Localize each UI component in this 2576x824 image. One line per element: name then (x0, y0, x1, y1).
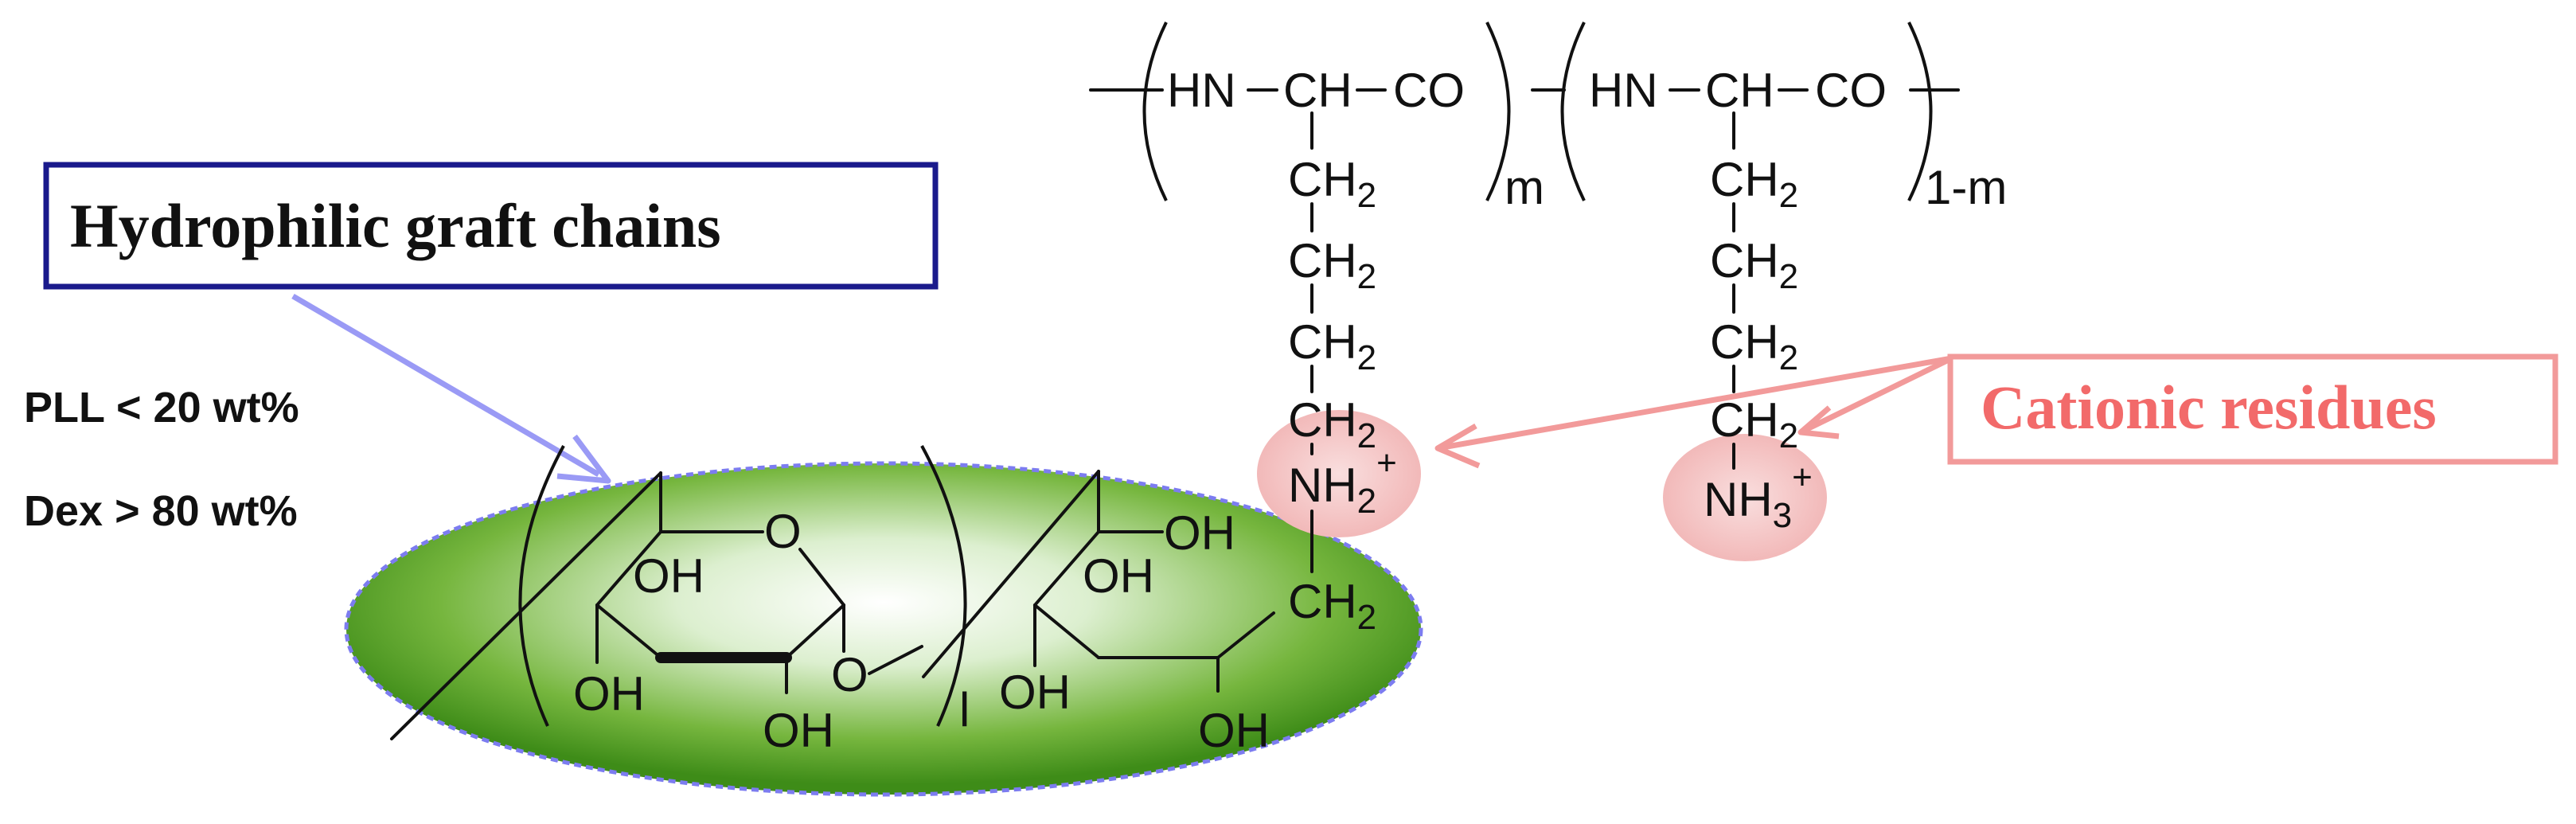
dextran-subscript-l: l (959, 683, 970, 736)
ch2-2b: CH2 (1710, 234, 1798, 296)
ring2-oh-top: OH (1164, 506, 1235, 560)
ring1-bond-o-c1 (798, 548, 845, 607)
nh3-highlight (1663, 434, 1827, 561)
dextran-wavy-bond-right (922, 470, 1100, 678)
ring2-bond-5 (1033, 603, 1100, 659)
cationic-arrowhead-right (1797, 405, 1840, 439)
ch2-2a: CH2 (1710, 153, 1798, 215)
hn-unit-2: HN (1589, 64, 1658, 117)
cationic-arrow-left (1442, 355, 1953, 451)
ch2-1c: CH2 (1288, 315, 1376, 377)
ring1-oh-top: OH (633, 549, 704, 603)
ch2-2d: CH2 (1710, 393, 1798, 455)
cationic-callout-text: Cationic residues (1981, 373, 2437, 442)
dextran-wavy-bond-left (390, 471, 662, 740)
cationic-arrow-right (1804, 355, 1953, 433)
ch2-1d: CH2 (1288, 393, 1376, 455)
ring1-oh-left: OH (573, 667, 645, 721)
nh3-plus-group: NH3+ (1704, 458, 1813, 535)
dextran-bracket-right (920, 445, 967, 727)
ring1-oxygen: O (764, 505, 802, 558)
hydrophilic-callout-box (43, 162, 939, 290)
ch2-linker: CH2 (1288, 575, 1376, 637)
ch2-2c: CH2 (1710, 315, 1798, 377)
repeat-bracket-left-1 (1142, 21, 1168, 201)
nh2-highlight (1257, 410, 1421, 537)
hn-unit-1: HN (1167, 64, 1236, 117)
ring1-bond-c4-c5 (595, 530, 662, 607)
ring1-oh-bottom: OH (763, 704, 834, 757)
ring1-bond-c3-c4 (595, 603, 662, 659)
dex-composition: Dex > 80 wt% (24, 487, 298, 535)
hydrophilic-arrowhead (556, 434, 611, 484)
ch-unit-2: CH (1705, 64, 1774, 117)
co-unit-2: CO (1815, 64, 1887, 117)
repeat-bracket-right-2 (1907, 21, 1933, 201)
ring2-oh-left: OH (999, 666, 1071, 719)
hydrophilic-callout-text: Hydrophilic graft chains (70, 191, 721, 260)
glycosidic-bond-out (868, 645, 923, 675)
ring1-bond-c1-c2 (785, 603, 845, 659)
cationic-arrowhead-left (1434, 423, 1481, 469)
ring2-oh-mid: OH (1083, 549, 1154, 603)
ch2-1b: CH2 (1288, 234, 1376, 296)
co-unit-1: CO (1393, 64, 1465, 117)
subscript-m: m (1505, 161, 1544, 214)
ring2-bond-3 (1033, 530, 1100, 607)
glycosidic-oxygen: O (831, 648, 868, 701)
subscript-1-minus-m: 1-m (1925, 161, 2007, 214)
repeat-bracket-right-1 (1485, 21, 1511, 201)
ring2-bond-7 (1216, 611, 1275, 659)
ch2-1a: CH2 (1288, 153, 1376, 215)
ch-unit-1: CH (1283, 64, 1352, 117)
hydrophilic-arrow (291, 293, 600, 478)
nh2-plus-group: NH2+ (1288, 443, 1397, 521)
dextran-particle-ellipse (344, 461, 1423, 797)
ring2-oh-bottom: OH (1198, 704, 1270, 757)
pll-composition: PLL < 20 wt% (24, 384, 299, 432)
repeat-bracket-left-2 (1560, 21, 1586, 201)
dextran-bracket-left (518, 445, 565, 727)
cationic-callout-box (1947, 353, 2558, 465)
